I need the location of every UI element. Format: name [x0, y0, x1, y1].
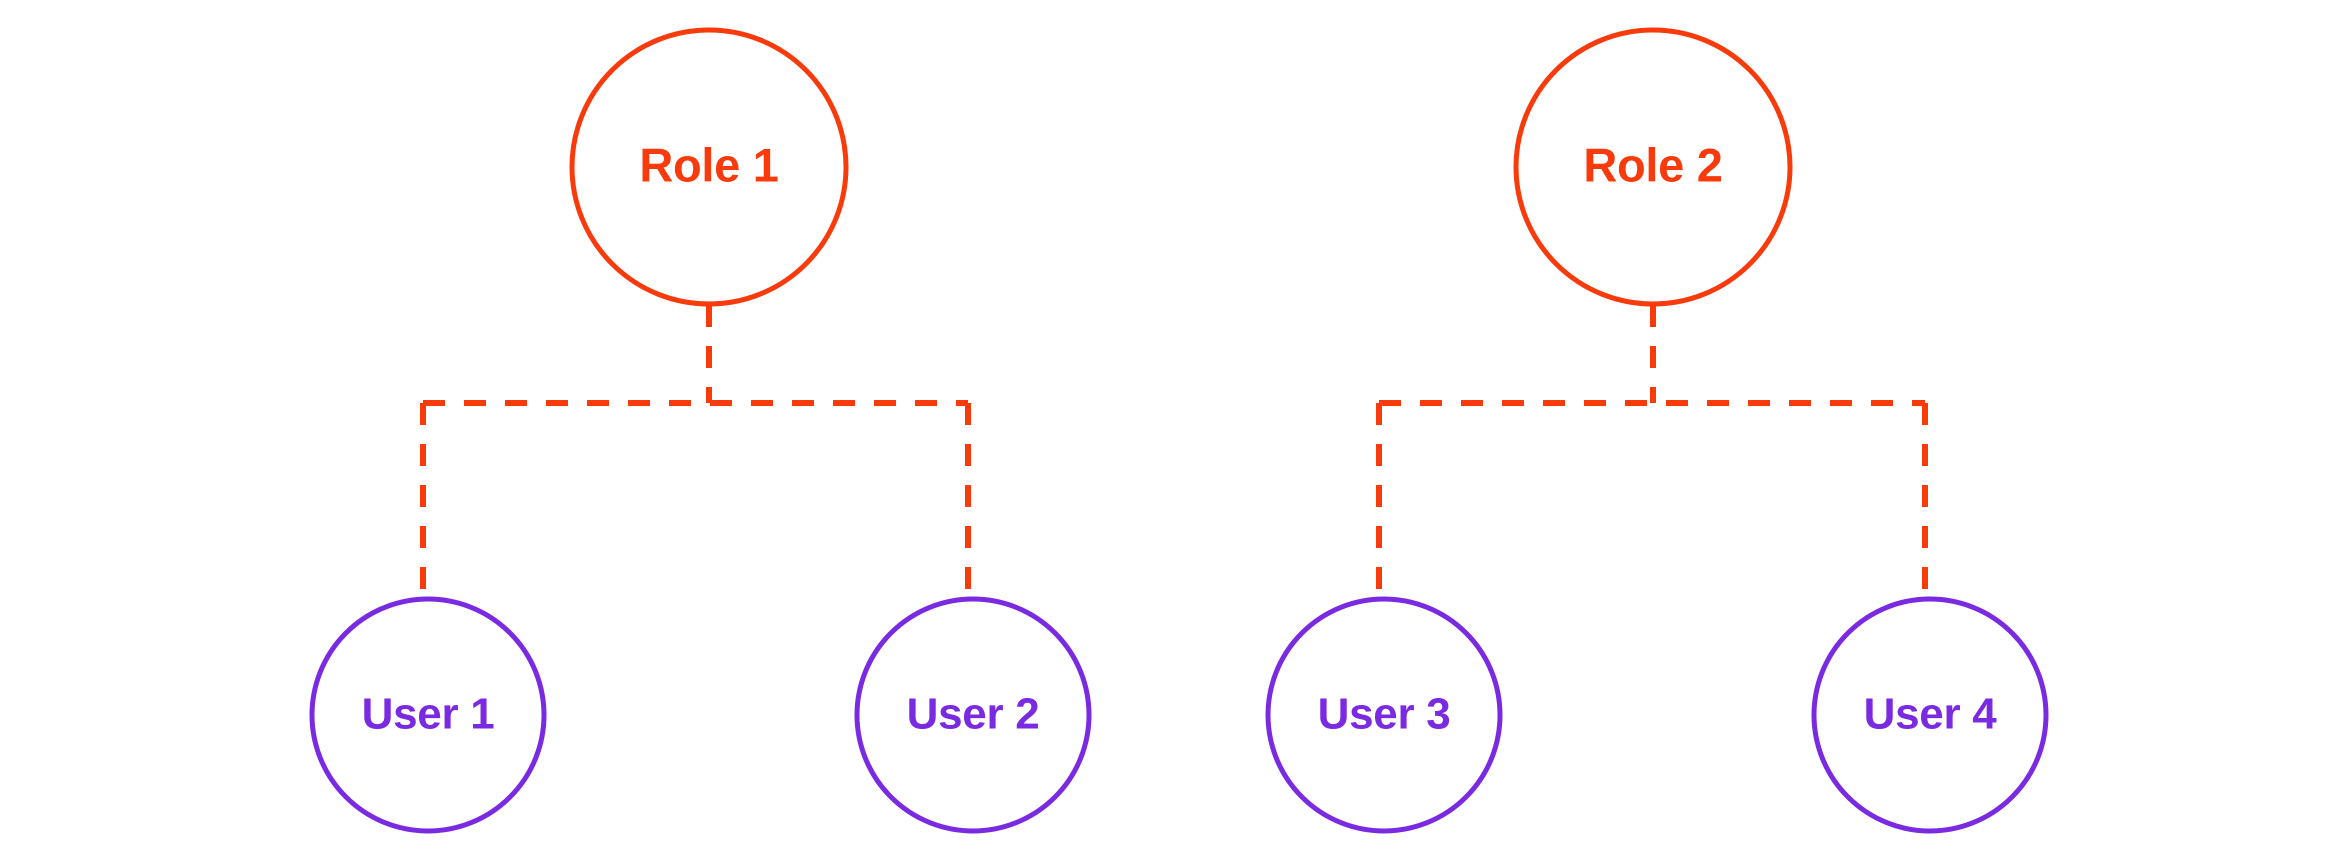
user-1-label: User 1 [362, 690, 495, 739]
user-3-circle[interactable] [1265, 596, 1503, 834]
role-1-circle[interactable] [569, 27, 849, 307]
user-2-label: User 2 [907, 690, 1040, 739]
connector-group-role-1 [420, 305, 971, 598]
node-user-3[interactable]: User 3 [1265, 596, 1503, 834]
role-2-label: Role 2 [1583, 138, 1722, 191]
connector-group-role-2 [1376, 305, 1928, 598]
role-1-label: Role 1 [639, 138, 778, 191]
user-1-circle[interactable] [309, 596, 547, 834]
node-user-4[interactable]: User 4 [1811, 596, 2049, 834]
user-4-circle[interactable] [1811, 596, 2049, 834]
role-2-circle[interactable] [1513, 27, 1793, 307]
node-user-1[interactable]: User 1 [309, 596, 547, 834]
node-user-2[interactable]: User 2 [854, 596, 1092, 834]
node-role-1[interactable]: Role 1 [569, 27, 849, 307]
user-4-label: User 4 [1864, 690, 1998, 739]
user-3-label: User 3 [1318, 690, 1451, 739]
user-2-circle[interactable] [854, 596, 1092, 834]
node-role-2[interactable]: Role 2 [1513, 27, 1793, 307]
